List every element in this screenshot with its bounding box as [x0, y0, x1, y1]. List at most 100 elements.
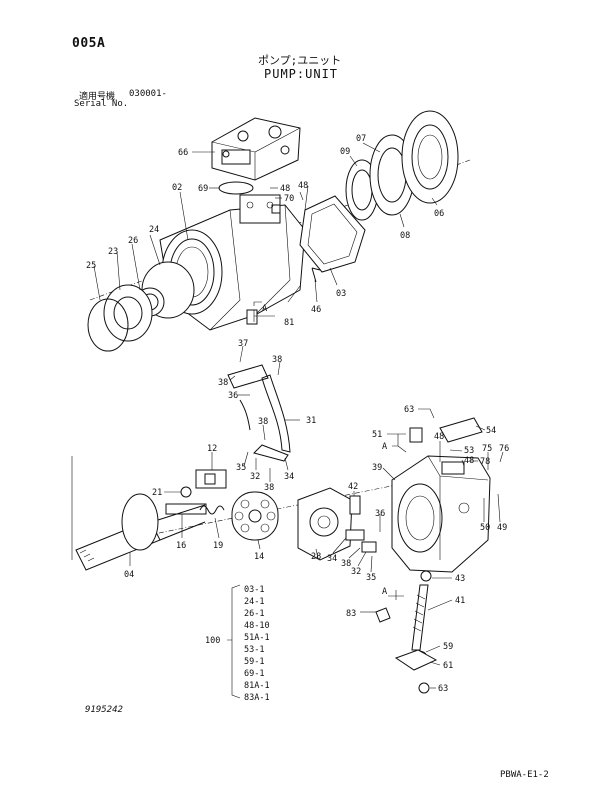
callout-24: 24 [149, 225, 159, 235]
plug-43 [420, 570, 432, 582]
cover-54 [439, 417, 483, 443]
callout-48: 48 [298, 181, 308, 191]
callout-02: 02 [172, 183, 182, 193]
plug-32 [361, 541, 377, 553]
callout-04: 04 [124, 570, 134, 580]
callout-66: 66 [178, 148, 188, 158]
callout-54: 54 [486, 426, 496, 436]
callout-53: 53 [464, 446, 474, 456]
block-48 [441, 461, 465, 475]
callout-A: A [382, 587, 387, 597]
kit-item: 48-10 [244, 621, 270, 631]
callout-83: 83 [346, 609, 356, 619]
ball-21 [180, 486, 192, 498]
gasket-03 [299, 195, 366, 273]
kit-label: 100 [205, 636, 220, 646]
cylinder-block [231, 491, 279, 541]
kit-item: 53-1 [244, 645, 264, 655]
drive-shaft [75, 493, 206, 571]
callout-34: 34 [284, 472, 294, 482]
kit-item: 03-1 [244, 585, 264, 595]
kit-item: 24-1 [244, 597, 264, 607]
piston-16 [165, 503, 207, 515]
callout-46: 46 [311, 305, 321, 315]
callout-63: 63 [438, 684, 448, 694]
callout-81: 81 [284, 318, 294, 328]
callout-69: 69 [198, 184, 208, 194]
plate-23 [103, 284, 153, 342]
callout-labels: 66 69 48 70 48 09 07 06 08 02 03 46 24 2… [86, 134, 509, 694]
callout-08: 08 [400, 231, 410, 241]
page-title: PUMP:UNIT [264, 67, 339, 81]
callout-75: 75 [482, 444, 492, 454]
callout-35: 35 [366, 573, 376, 583]
guide-36 [253, 444, 289, 462]
callout-38: 38 [264, 483, 274, 493]
callout-21: 21 [152, 488, 162, 498]
screw-63 [418, 682, 430, 694]
kit-item: 69-1 [244, 669, 264, 679]
kit-bracket [227, 584, 241, 699]
callout-78: 78 [480, 457, 490, 467]
pin-46 [311, 267, 321, 283]
callout-07: 07 [356, 134, 366, 144]
pin-42 [349, 495, 361, 515]
callout-39: 39 [372, 463, 382, 473]
serial-label: Serial No. [74, 99, 129, 109]
end-cover [391, 455, 491, 573]
plug-83 [375, 607, 391, 623]
callout-25: 25 [86, 261, 96, 271]
callout-28: 28 [311, 552, 321, 562]
spring-19 [199, 505, 225, 515]
callout-76: 76 [499, 444, 509, 454]
page-code: 005A [72, 36, 106, 51]
callout-06: 06 [434, 209, 444, 219]
callout-12: 12 [207, 444, 217, 454]
callout-26: 26 [128, 236, 138, 246]
tilting-pin-assembly [227, 364, 291, 453]
callout-38: 38 [218, 378, 228, 388]
callout-A: A [262, 304, 267, 314]
catalog-code: PBWA-E1-2 [500, 770, 549, 780]
pin-34 [345, 529, 365, 541]
serial-value: 030001- [129, 89, 167, 99]
callout-38: 38 [258, 417, 268, 427]
callout-38: 38 [341, 559, 351, 569]
callout-32: 32 [351, 567, 361, 577]
kit-item: 51A-1 [244, 633, 270, 643]
callout-50: 50 [480, 523, 490, 533]
leader-lines [71, 142, 504, 689]
o-ring-69 [218, 181, 254, 195]
callout-03: 03 [336, 289, 346, 299]
callout-34: 34 [327, 554, 337, 564]
callout-23: 23 [108, 247, 118, 257]
callout-51: 51 [372, 430, 382, 440]
callout-41: 41 [455, 596, 465, 606]
callout-48: 48 [464, 456, 474, 466]
callout-16: 16 [176, 541, 186, 551]
callout-43: 43 [455, 574, 465, 584]
page-title-jp: ポンプ;ユニット [258, 54, 342, 67]
callout-A: A [382, 442, 387, 452]
serial-label-jp: 適用号機 [79, 92, 116, 102]
plug-81 [246, 309, 258, 325]
callout-48: 48 [434, 432, 444, 442]
callout-48: 48 [280, 184, 290, 194]
callout-59: 59 [443, 642, 453, 652]
kit-item: 81A-1 [244, 681, 270, 691]
regulator-block [211, 117, 301, 181]
plug-70 [271, 204, 281, 214]
bearing-set [345, 110, 459, 221]
callout-35: 35 [236, 463, 246, 473]
callout-32: 32 [250, 472, 260, 482]
snap-ring-25 [87, 298, 129, 352]
callout-42: 42 [348, 482, 358, 492]
callout-09: 09 [340, 147, 350, 157]
callout-38: 38 [272, 355, 282, 365]
callout-19: 19 [213, 541, 223, 551]
callout-49: 49 [497, 523, 507, 533]
rod-41 [411, 584, 429, 651]
callout-14: 14 [254, 552, 264, 562]
callout-36: 36 [375, 509, 385, 519]
